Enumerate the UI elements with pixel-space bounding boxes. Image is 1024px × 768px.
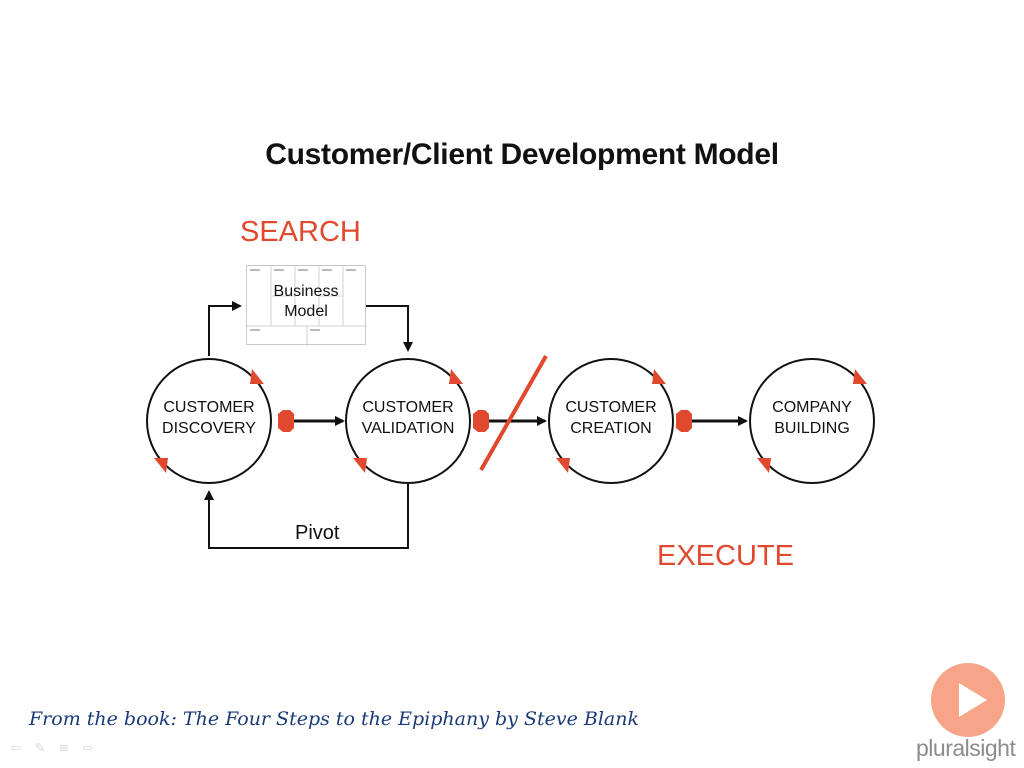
cycle-arrow-icon: [154, 458, 168, 473]
circle-label-line2: BUILDING: [774, 420, 850, 437]
brand-wordmark: pluralsight: [916, 735, 1016, 761]
search-execute-divider: [479, 355, 548, 471]
business-model-label: Business Model: [246, 282, 366, 322]
stop-marker-icon: [278, 410, 294, 432]
business-model-line2: Model: [284, 303, 328, 320]
pivot-loop-arrow: [204, 484, 409, 549]
stop-marker-icon: [676, 410, 692, 432]
cycle-arrow-icon: [250, 369, 264, 384]
circle-label-line1: CUSTOMER: [565, 399, 657, 416]
business-model-grid: [247, 266, 367, 346]
cycle-arrow-icon: [556, 458, 570, 473]
menu-icon[interactable]: ≡: [58, 741, 70, 756]
circle-label-line2: DISCOVERY: [162, 420, 256, 437]
cycle-arrow-icon: [757, 458, 771, 473]
business-model-canvas: [246, 265, 367, 346]
circle-label-customer-creation: CUSTOMER CREATION: [541, 397, 681, 439]
circle-label-company-building: COMPANY BUILDING: [742, 397, 882, 439]
circle-label-customer-validation: CUSTOMER VALIDATION: [338, 397, 478, 439]
circle-company-building: [749, 358, 875, 484]
slide-nav-controls: ⇦ ✎ ≡ ⇨: [8, 739, 104, 756]
arrow-business-model-to-validation: [366, 305, 413, 352]
cycle-arrow-icon: [449, 369, 463, 384]
circle-label-line1: COMPANY: [772, 399, 852, 416]
execute-label: EXECUTE: [657, 540, 794, 572]
footer-credit: From the book: The Four Steps to the Epi…: [29, 708, 639, 730]
business-model-line1: Business: [273, 283, 339, 300]
search-label: SEARCH: [240, 216, 361, 248]
back-arrow-icon[interactable]: ⇦: [10, 741, 22, 756]
circle-customer-discovery: [146, 358, 272, 484]
cycle-arrow-icon: [652, 369, 666, 384]
circle-customer-creation: [548, 358, 674, 484]
cycle-arrow-icon: [853, 369, 867, 384]
circle-label-line2: VALIDATION: [361, 420, 455, 437]
cycle-arrow-icon: [353, 458, 367, 473]
arrow-discovery-to-business-model: [208, 301, 242, 356]
play-icon[interactable]: [929, 661, 1007, 739]
stop-marker-icon: [473, 410, 489, 432]
circle-label-customer-discovery: CUSTOMER DISCOVERY: [139, 397, 279, 439]
slide-title: Customer/Client Development Model: [265, 138, 779, 171]
circle-customer-validation: [345, 358, 471, 484]
pen-icon[interactable]: ✎: [34, 741, 46, 756]
circle-label-line1: CUSTOMER: [362, 399, 454, 416]
circle-label-line1: CUSTOMER: [163, 399, 255, 416]
pivot-label: Pivot: [295, 522, 340, 544]
circle-label-line2: CREATION: [570, 420, 652, 437]
forward-arrow-icon[interactable]: ⇨: [82, 741, 94, 756]
